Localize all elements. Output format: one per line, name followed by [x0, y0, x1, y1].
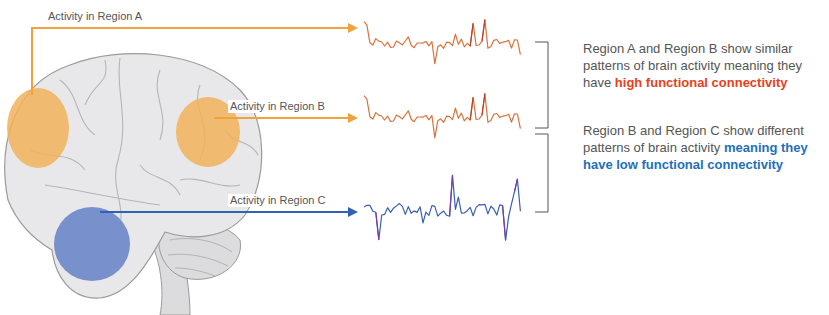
highlight-text: high functional connectivity [615, 75, 788, 90]
annotation: Region A and Region B show similar patte… [583, 40, 823, 91]
region-c [54, 207, 130, 281]
activity-trace [364, 20, 520, 64]
arrow-label: Activity in Region C [228, 194, 327, 207]
brain [5, 54, 262, 315]
arrow-line [100, 211, 356, 213]
activity-trace [364, 94, 520, 138]
arrow-line [32, 28, 356, 95]
cerebrum [5, 54, 262, 299]
activity-trace-peak [376, 175, 518, 240]
activity-trace [364, 175, 520, 240]
bracket [535, 134, 548, 212]
annotation: Region B and Region C show different pat… [583, 122, 823, 173]
waveforms [364, 20, 520, 240]
arrow-label: Activity in Region A [46, 10, 144, 23]
activity-trace-peak [470, 94, 485, 121]
activity-trace-peak [470, 20, 485, 47]
bracket [535, 42, 548, 128]
arrow-line [214, 117, 356, 119]
arrow-label: Activity in Region B [228, 100, 327, 113]
cerebellum-folds [168, 239, 232, 277]
region-a [7, 88, 69, 168]
